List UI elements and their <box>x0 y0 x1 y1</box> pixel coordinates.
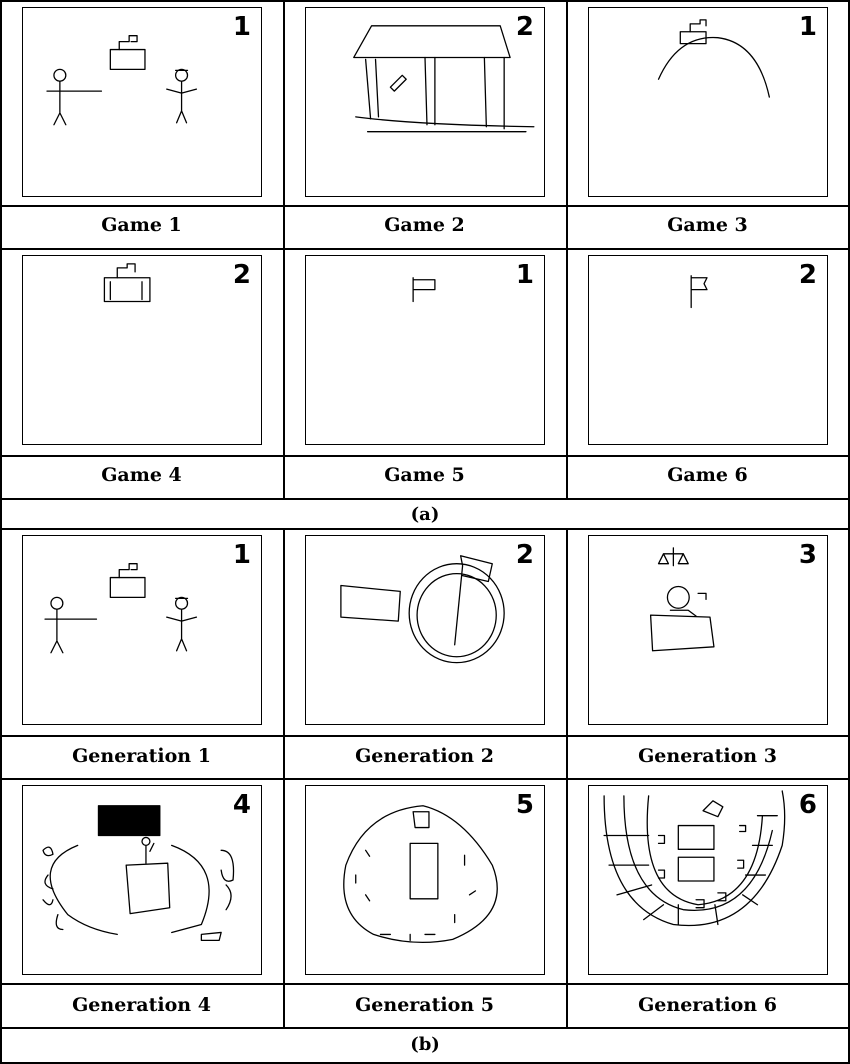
panel-label: Game 5 <box>384 464 465 486</box>
panel-number: 2 <box>515 12 534 42</box>
sketch-generation-6: 6 <box>588 785 828 975</box>
caption-b: (b) <box>410 1034 440 1055</box>
grid-line <box>0 498 850 500</box>
panel-number: 4 <box>232 790 251 820</box>
flag-sketch <box>412 277 436 303</box>
grid-line <box>848 0 850 1064</box>
grid-line <box>0 1062 850 1064</box>
grid-line <box>283 0 285 498</box>
sketch-game-6: 2 <box>588 255 828 445</box>
sketch-game-3: 1 <box>588 7 828 197</box>
panel-number: 2 <box>798 260 817 290</box>
flag-and-circle-sketch <box>340 555 505 664</box>
panel-number: 1 <box>798 12 817 42</box>
grid-line <box>566 528 568 1027</box>
arena-sketch <box>42 805 235 942</box>
sketch-game-1: 1 <box>22 7 262 197</box>
panel-label: Generation 4 <box>72 994 211 1016</box>
panel-label: Game 2 <box>384 214 465 236</box>
track-sketch <box>603 790 786 927</box>
hill-with-flag-sketch <box>657 19 770 98</box>
grid-line <box>0 528 850 530</box>
grid-line <box>566 0 568 498</box>
panel-label: Generation 5 <box>355 994 494 1016</box>
sketch-generation-2: 2 <box>305 535 545 725</box>
panel-number: 3 <box>798 540 817 570</box>
sketch-generation-4: 4 <box>22 785 262 975</box>
panel-number: 1 <box>232 540 251 570</box>
grid-line <box>0 983 850 985</box>
panel-number: 1 <box>515 260 534 290</box>
sketch-generation-1: 1 <box>22 535 262 725</box>
sketch-game-2: 2 <box>305 7 545 197</box>
grid-line <box>0 0 2 1064</box>
stadium-sketch <box>343 805 498 944</box>
sketch-generation-3: 3 <box>588 535 828 725</box>
panel-label: Game 3 <box>667 214 748 236</box>
grid-line <box>0 205 850 207</box>
panel-label: Generation 6 <box>638 994 777 1016</box>
panel-label: Generation 2 <box>355 745 494 767</box>
panel-label: Game 6 <box>667 464 748 486</box>
grid-line <box>0 455 850 457</box>
building-sketch <box>353 25 535 133</box>
sketch-generation-5: 5 <box>305 785 545 975</box>
flag-sketch <box>690 275 708 309</box>
panel-number: 2 <box>515 540 534 570</box>
panel-label: Game 1 <box>101 214 182 236</box>
grid-line <box>0 248 850 250</box>
panel-number: 5 <box>515 790 534 820</box>
flag-box-sketch <box>103 263 151 303</box>
panel-number: 1 <box>232 12 251 42</box>
grid-line <box>283 528 285 1027</box>
panel-label: Generation 1 <box>72 745 211 767</box>
panel-number: 2 <box>232 260 251 290</box>
sketch-game-4: 2 <box>22 255 262 445</box>
stick-figures-flag-sketch <box>46 35 198 126</box>
grid-line <box>0 778 850 780</box>
panel-label: Game 4 <box>101 464 182 486</box>
sketch-game-5: 1 <box>305 255 545 445</box>
grid-line <box>0 735 850 737</box>
panel-label: Generation 3 <box>638 745 777 767</box>
caption-a: (a) <box>410 504 440 525</box>
grid-line <box>0 1027 850 1029</box>
stick-figures-flag-sketch <box>44 563 198 654</box>
judge-podium-sketch <box>649 547 715 652</box>
panel-number: 6 <box>798 790 817 820</box>
grid-line <box>0 0 850 2</box>
